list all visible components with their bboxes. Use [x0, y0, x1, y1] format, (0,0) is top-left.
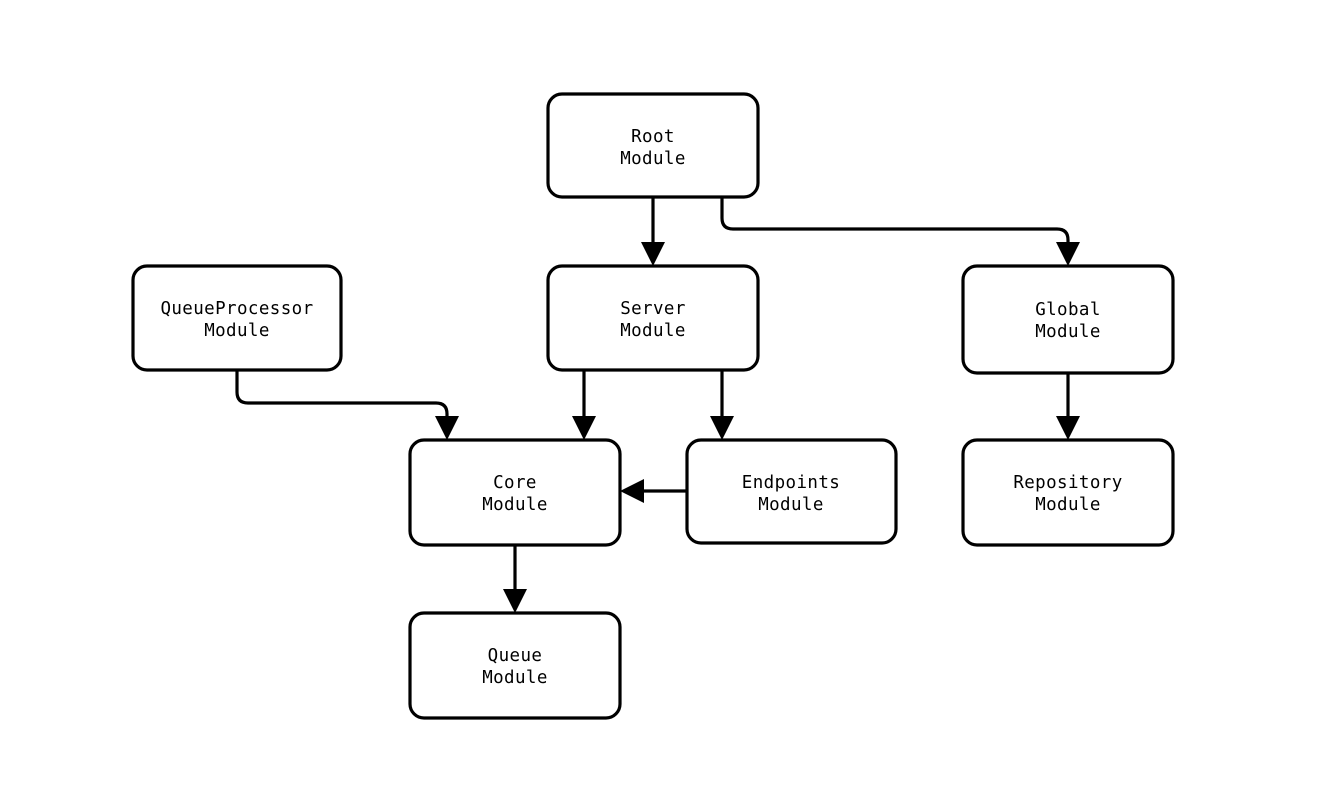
edge-global-to-repository [1056, 373, 1080, 440]
root-module-box[interactable] [546, 92, 760, 199]
repository-module-node[interactable]: Repository Module [961, 438, 1175, 547]
edge-root-to-global [720, 197, 1080, 266]
endpoints-module-label-line2: Module [758, 495, 824, 515]
core-module-label-line1: Core [493, 473, 537, 493]
server-module-box[interactable] [546, 264, 760, 372]
core-module-label-line2: Module [482, 495, 548, 515]
arrowhead-down [710, 416, 734, 440]
root-module-label-line2: Module [620, 149, 686, 169]
arrowhead-left [620, 479, 644, 503]
queue-module-label-line1: Queue [488, 646, 543, 666]
root-module-label-line1: Root [631, 127, 675, 147]
edge-server-to-endpoints [710, 370, 734, 440]
global-module-node[interactable]: Global Module [961, 264, 1175, 375]
server-module-label-line1: Server [620, 299, 686, 319]
global-module-box[interactable] [961, 264, 1175, 375]
queue-module-label-line2: Module [482, 668, 548, 688]
edge-endpoints-to-core [620, 479, 687, 503]
queueprocessor-module-box[interactable] [131, 264, 343, 372]
queueprocessor-module-label-line1: QueueProcessor [160, 299, 313, 319]
arrowhead-down [435, 416, 459, 440]
repository-module-box[interactable] [961, 438, 1175, 547]
queueprocessor-module-label-line2: Module [204, 321, 270, 341]
edge-server-to-core [572, 370, 596, 440]
arrowhead-down [503, 589, 527, 613]
arrowhead-down [1056, 242, 1080, 266]
server-module-label-line2: Module [620, 321, 686, 341]
edges-layer [235, 197, 1080, 613]
queueprocessor-module-node[interactable]: QueueProcessor Module [131, 264, 343, 372]
arrowhead-down [572, 416, 596, 440]
queue-module-box[interactable] [408, 611, 622, 720]
nodes-layer: Root Module QueueProcessor Module Server… [131, 92, 1175, 720]
arrowhead-down [1056, 416, 1080, 440]
queue-module-node[interactable]: Queue Module [408, 611, 622, 720]
global-module-label-line2: Module [1035, 322, 1101, 342]
endpoints-module-label-line1: Endpoints [742, 473, 840, 493]
repository-module-label-line2: Module [1035, 495, 1101, 515]
core-module-box[interactable] [408, 438, 622, 547]
endpoints-module-node[interactable]: Endpoints Module [685, 438, 898, 545]
server-module-node[interactable]: Server Module [546, 264, 760, 372]
edge-queueprocessor-to-core [235, 370, 459, 440]
endpoints-module-box[interactable] [685, 438, 898, 545]
repository-module-label-line1: Repository [1013, 473, 1122, 493]
root-module-node[interactable]: Root Module [546, 92, 760, 199]
global-module-label-line1: Global [1035, 300, 1101, 320]
edge-core-to-queue [503, 545, 527, 613]
arrowhead-down [641, 242, 665, 266]
core-module-node[interactable]: Core Module [408, 438, 622, 547]
edge-root-to-server [641, 197, 665, 266]
